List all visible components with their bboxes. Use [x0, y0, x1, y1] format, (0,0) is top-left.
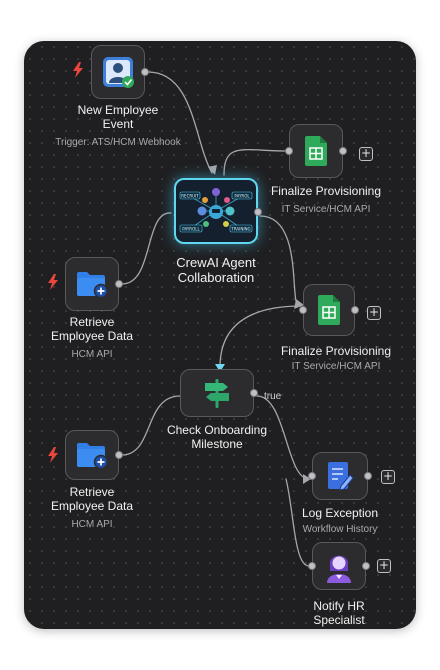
trigger-bolt-icon — [73, 62, 83, 78]
node-retrieve-employee-data-2[interactable] — [65, 430, 123, 480]
output-port[interactable] — [250, 389, 258, 397]
node-title: Log Exception — [301, 506, 379, 520]
trigger-bolt-icon — [48, 274, 58, 290]
output-port[interactable] — [362, 562, 370, 570]
output-port[interactable] — [351, 306, 359, 314]
agent-tag-payroll-bottom: PAYROLL — [182, 227, 200, 232]
node-title: Finalize Provisioning — [280, 344, 392, 358]
output-port[interactable] — [115, 280, 123, 288]
node-title: Check Onboarding — [166, 423, 268, 437]
user-check-icon — [103, 57, 134, 88]
agent-crew-icon: RECRUIT PAYROL PAYROLL TRAINING — [179, 188, 253, 233]
node-finalize-provisioning-1[interactable] — [285, 124, 347, 178]
arrowhead-finalize-2-in — [294, 299, 304, 309]
output-port[interactable] — [339, 147, 347, 155]
spreadsheet-icon — [305, 136, 327, 166]
spreadsheet-icon — [318, 295, 340, 325]
node-title: CrewAI Agent — [176, 255, 256, 270]
node-title: New Employee — [77, 103, 159, 117]
wire-agent-to-finalize-1 — [223, 149, 287, 176]
node-title: Notify HR — [313, 599, 365, 613]
node-title: Finalize Provisioning — [270, 184, 382, 198]
node-title: Retrieve — [69, 485, 115, 499]
wire-event-to-agent — [147, 71, 213, 174]
node-title: Collaboration — [177, 270, 255, 285]
node-subtitle: Trigger: ATS/HCM Webhook — [55, 137, 181, 148]
add-step-button[interactable]: + — [367, 305, 381, 320]
folder-add-icon — [77, 443, 108, 469]
node-subtitle: Workflow History — [302, 524, 378, 535]
workflow-canvas[interactable]: New Employee Event Trigger: ATS/HCM Webh… — [24, 41, 416, 629]
node-title: Employee Data — [50, 329, 134, 343]
wire-finalize-2-to-check — [219, 305, 302, 368]
edge-label-true: true — [264, 391, 282, 402]
arrowhead-log-in — [303, 474, 311, 484]
node-title: Specialist — [313, 613, 365, 627]
input-port[interactable] — [308, 472, 316, 480]
node-crewai-agent[interactable]: RECRUIT PAYROL PAYROLL TRAINING — [174, 178, 262, 244]
node-check-onboarding-milestone[interactable] — [180, 369, 258, 417]
input-port[interactable] — [299, 306, 307, 314]
agent-tag-training: TRAINING — [230, 227, 250, 232]
trigger-bolt-icon — [48, 447, 58, 463]
connection-wires — [121, 71, 311, 567]
node-new-employee-event[interactable] — [91, 45, 149, 99]
node-retrieve-employee-data-1[interactable] — [65, 257, 123, 311]
node-title: Milestone — [191, 437, 243, 451]
node-subtitle: HCM API — [71, 349, 113, 360]
node-subtitle: IT Service/HCM API — [281, 204, 371, 215]
output-port[interactable] — [115, 451, 123, 459]
output-port[interactable] — [254, 208, 262, 216]
arrowhead-check-in — [215, 364, 225, 372]
input-port[interactable] — [308, 562, 316, 570]
node-title: Event — [102, 117, 134, 131]
node-title: Retrieve — [69, 315, 115, 329]
wire-check-to-notify — [285, 478, 310, 567]
node-subtitle: HCM API — [71, 519, 113, 530]
wire-check-to-log — [256, 395, 310, 480]
wire-retrieve-2-to-check — [121, 395, 181, 456]
node-finalize-provisioning-2[interactable] — [299, 284, 359, 336]
node-notify-hr-specialist[interactable] — [308, 542, 370, 590]
output-port[interactable] — [364, 472, 372, 480]
node-title: Employee Data — [50, 499, 134, 513]
output-port[interactable] — [141, 68, 149, 76]
folder-add-icon — [77, 272, 108, 298]
agent-tag-recruit: RECRUIT — [181, 194, 199, 199]
add-step-button[interactable]: + — [381, 469, 395, 484]
signpost-icon — [205, 379, 229, 408]
node-subtitle: IT Service/HCM API — [291, 361, 381, 372]
agent-tag-payroll-top: PAYROL — [234, 194, 250, 199]
input-port[interactable] — [285, 147, 293, 155]
node-log-exception[interactable] — [308, 452, 372, 500]
wire-retrieve-1-to-agent — [121, 212, 172, 285]
arrowhead-agent-in — [208, 165, 217, 175]
hr-specialist-icon — [327, 555, 351, 583]
add-step-button[interactable]: + — [359, 146, 373, 161]
add-step-button[interactable]: + — [377, 558, 391, 573]
document-edit-icon — [328, 462, 354, 491]
